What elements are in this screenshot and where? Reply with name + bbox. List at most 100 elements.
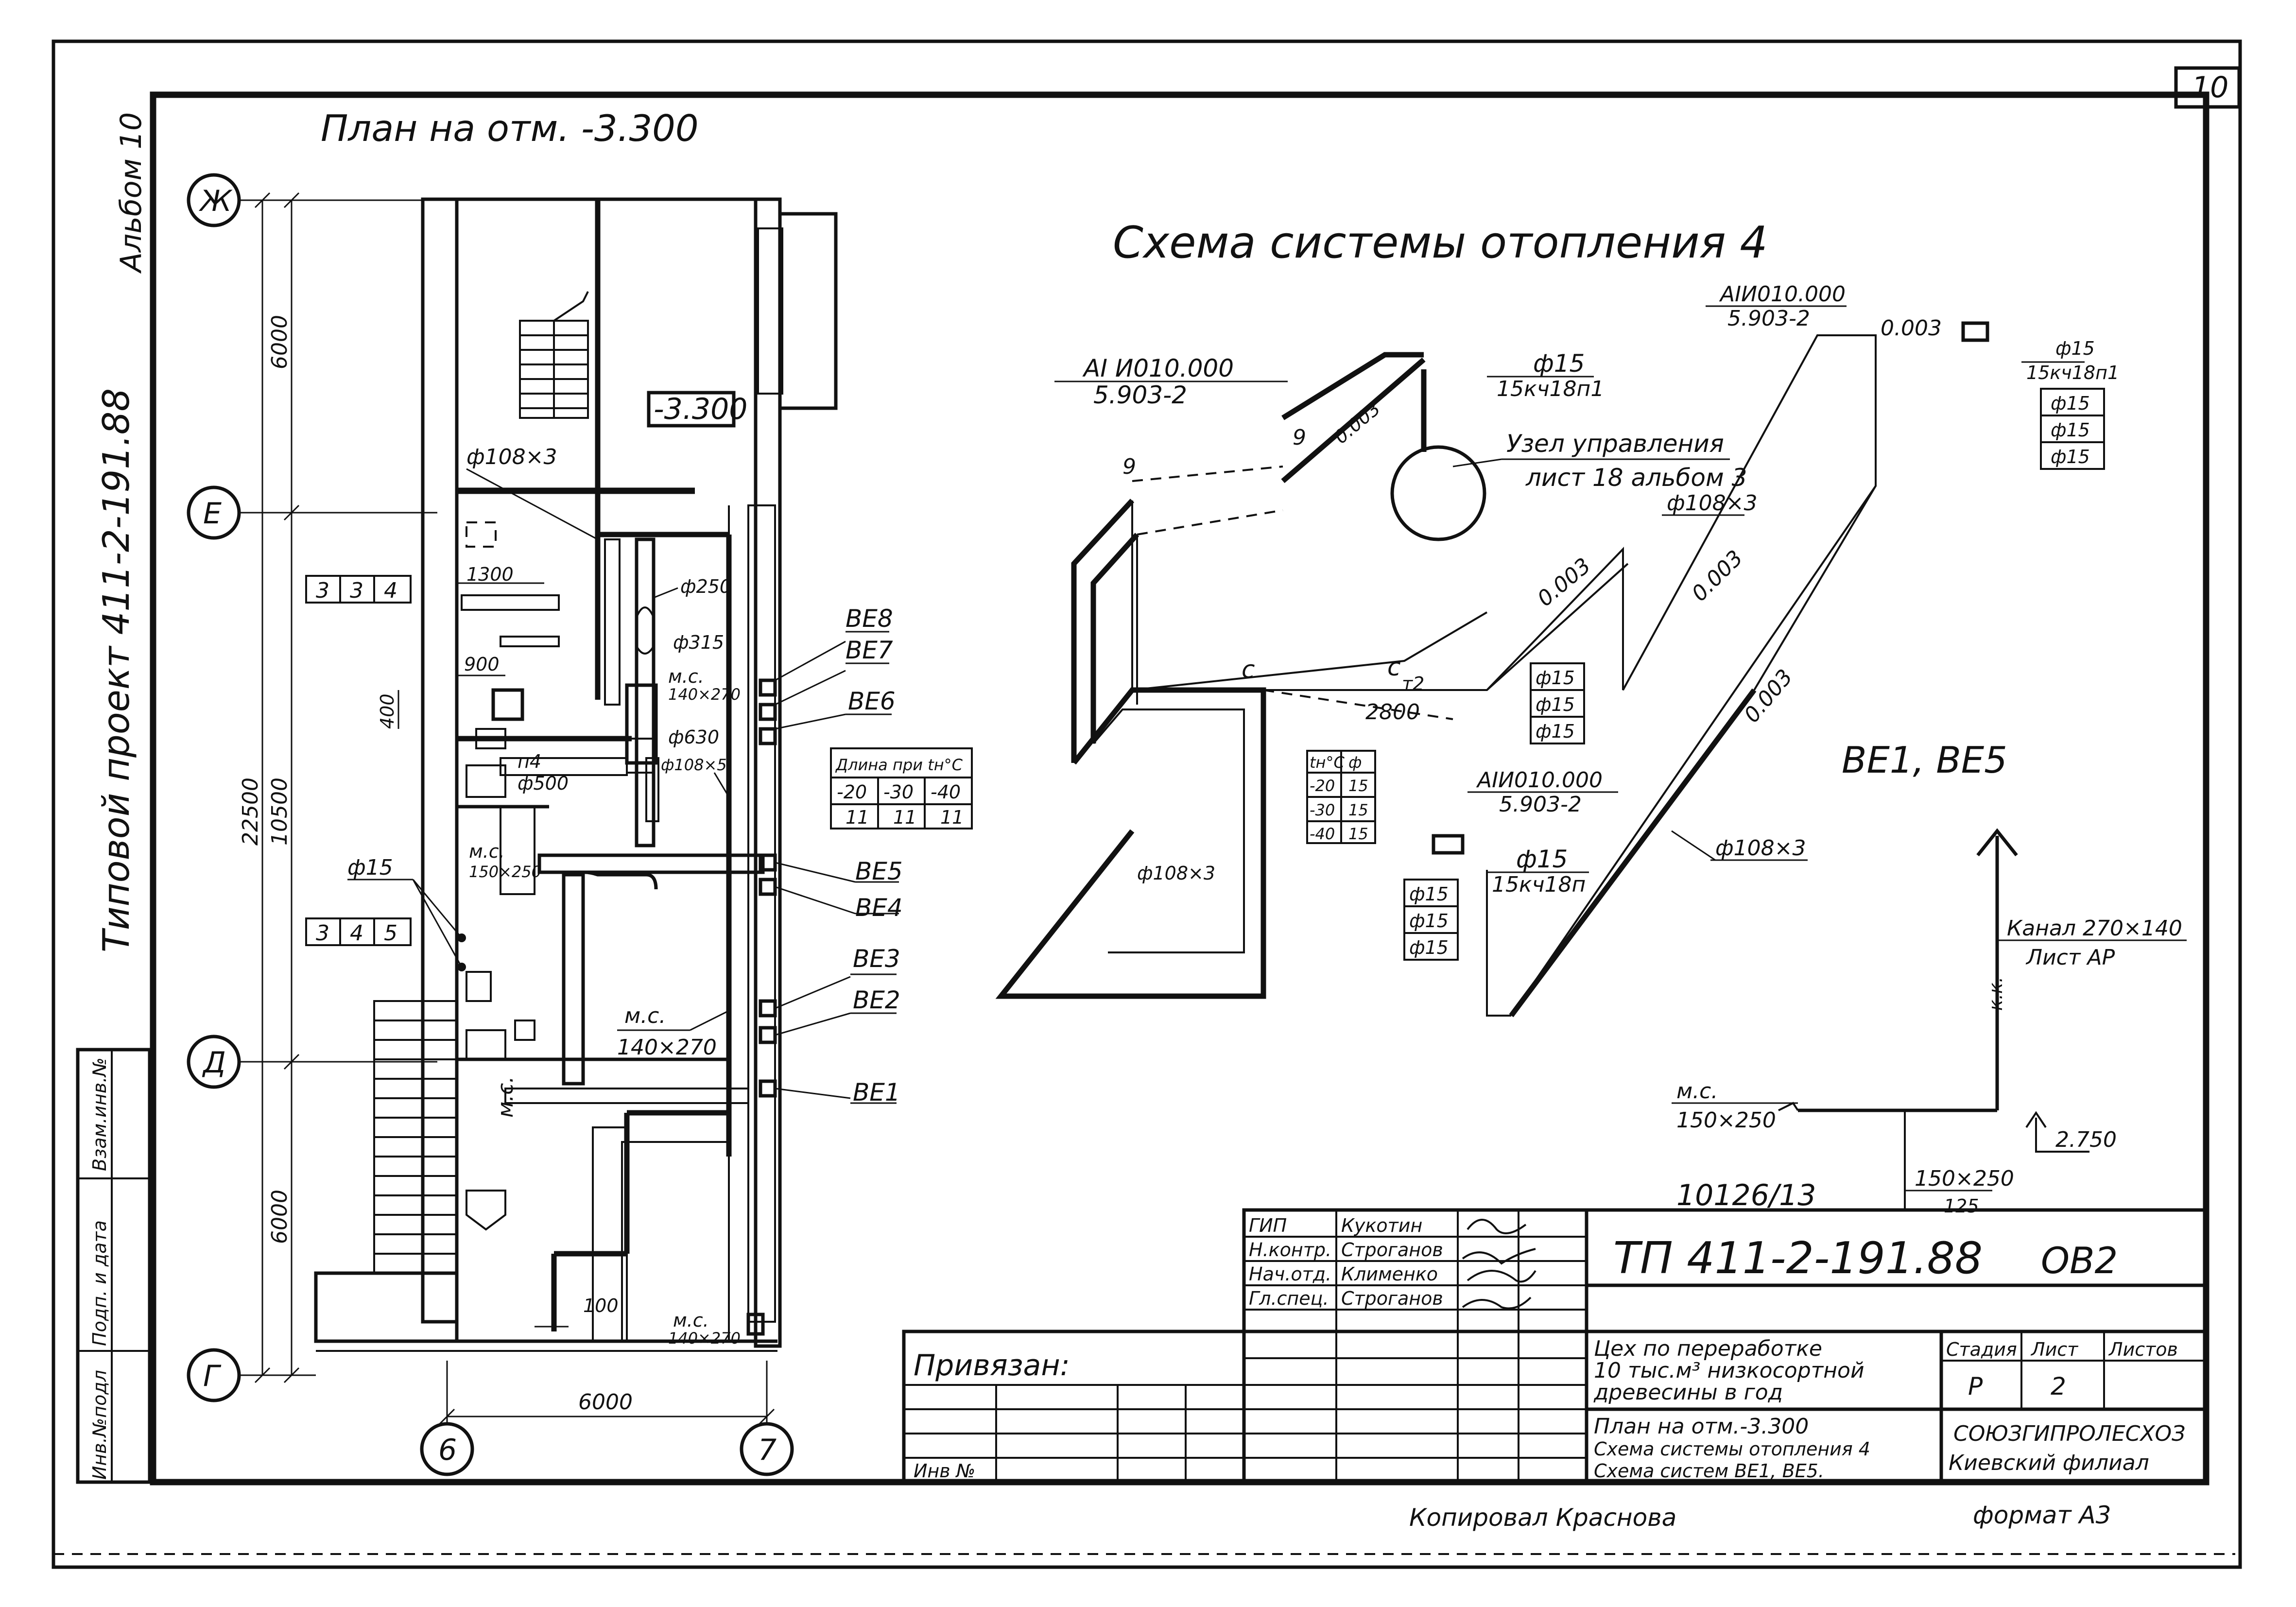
phi15-b2: ф15 [2051, 419, 2090, 441]
role-ncontr: Н.контр. [1249, 1239, 1331, 1261]
point-9-b: 9 [1293, 425, 1306, 450]
svg-text:5: 5 [384, 921, 397, 946]
org-line-2: Киевский филиал [1949, 1451, 2149, 1475]
role-nachotd: Нач.отд. [1249, 1263, 1331, 1285]
stairs-top [519, 291, 589, 419]
point-t2: т2 [1402, 673, 1424, 694]
label-phi500: ф500 [518, 773, 569, 794]
label-phi630: ф630 [668, 726, 719, 748]
side-stamp-replace: Взам.инв.№ [89, 1057, 110, 1171]
slope-1: 0.003 [1330, 397, 1385, 448]
ref-b-line2: 5.903-2 [1727, 306, 1810, 331]
name-nachotd: Клименко [1341, 1263, 1438, 1285]
scheme-title: Схема системы отопления 4 [1113, 217, 1768, 268]
valve-a-phi: ф15 [1533, 349, 1585, 378]
phi15-c3: ф15 [1409, 937, 1449, 958]
side-stamp [76, 1048, 152, 1484]
point-c-a: с [1242, 656, 1255, 684]
object-line-2: 10 тыс.м³ низкосортной [1594, 1358, 1864, 1383]
valve-b-phi: ф15 [2055, 338, 2095, 359]
org-line-1: СОЮЗГИПРОЛЕСХОЗ [1953, 1421, 2185, 1446]
svg-text:3: 3 [350, 578, 363, 603]
length-table-title: Длина при tн°С [835, 756, 963, 774]
svg-text:4: 4 [384, 578, 397, 603]
length-temp-30: -30 [883, 781, 914, 803]
length-table-scheme [1306, 750, 1376, 844]
axis-7: 7 [740, 1361, 794, 1476]
inv-label: Инв № [914, 1460, 975, 1482]
ref-a-line1: АI И010.000 [1082, 354, 1234, 382]
label-mc-top: м.с. [668, 666, 704, 687]
be1-label: ВЕ1 [853, 1078, 900, 1106]
be3-label: ВЕ3 [853, 945, 900, 973]
svg-text:4: 4 [350, 921, 363, 946]
len-head-phi: ф [1348, 753, 1362, 772]
pipe108-c: ф108×3 [1137, 863, 1215, 884]
role-glspec: Гл.спец. [1249, 1288, 1329, 1309]
length-value-40: 11 [940, 807, 964, 828]
sheet-mark: ОВ2 [2041, 1239, 2118, 1282]
title-block [902, 1208, 2208, 1484]
be4-label: ВЕ4 [855, 894, 903, 922]
role-gip: ГИП [1249, 1215, 1287, 1236]
valve-a-type: 15кч18п1 [1497, 377, 1604, 401]
label-mc-bottom-size: 140×270 [668, 1329, 741, 1348]
name-ncontr: Строганов [1341, 1239, 1443, 1261]
side-stamp-inv: Инв.№подл [89, 1370, 110, 1480]
be-mc-size: 150×250 [1676, 1108, 1776, 1133]
svg-text:7: 7 [758, 1433, 777, 1467]
channel-label: Канал 270×140 [2007, 916, 2182, 941]
len-row2-phi: 15 [1348, 801, 1368, 819]
control-node-sub: лист 18 альбом 3 [1525, 464, 1747, 492]
length-value-30: 11 [893, 807, 916, 828]
dim-100: 100 [583, 1295, 619, 1316]
phi15-a1: ф15 [1536, 667, 1575, 689]
slope-5: 0.003 [1881, 316, 1942, 341]
stage-value: Р [1968, 1372, 1983, 1400]
dim-6000-bottom: 6000 [267, 1190, 292, 1244]
kk-label: к.к. [1985, 977, 2006, 1011]
album-label: Альбом 10 [114, 112, 148, 274]
phi15-stack-c [1403, 879, 1459, 961]
sheet-frame [52, 39, 2242, 1569]
channel-sub: Лист АР [2025, 945, 2115, 970]
label-phi15-plan: ф15 [347, 855, 393, 880]
dim-400: 400 [377, 693, 398, 729]
len-row1-temp: -20 [1310, 777, 1335, 795]
stage-head: Стадия [1946, 1339, 2017, 1360]
pipe108-b: ф108×3 [1715, 836, 1806, 861]
phi15-a2: ф15 [1536, 694, 1575, 715]
be-mc-size2: 150×250 [1915, 1166, 2014, 1191]
be5-label: ВЕ5 [855, 857, 903, 885]
project-code: ТП 411-2-191.88 [1613, 1233, 1983, 1284]
axis-d: Д [187, 1035, 437, 1089]
building-walls [314, 197, 838, 1352]
label-phi108-5: ф108×5 [661, 756, 727, 774]
ref-c-line2: 5.903-2 [1499, 792, 1582, 817]
axis-6: 6 [420, 1361, 474, 1476]
ref-a-line2: 5.903-2 [1093, 381, 1187, 409]
label-mc-mid: м.с. [624, 1003, 666, 1028]
svg-text:6: 6 [438, 1433, 457, 1467]
svg-text:Е: Е [203, 497, 222, 531]
svg-text:Ж: Ж [198, 184, 233, 218]
sheet-line-2: Схема системы отопления 4 [1594, 1438, 1870, 1460]
archive-number: 10126/13 [1676, 1178, 1816, 1212]
label-phi315: ф315 [673, 632, 724, 653]
axis-e: Е [187, 485, 437, 540]
len-row1-phi: 15 [1348, 777, 1368, 795]
len-row3-temp: -40 [1310, 825, 1335, 843]
be-mc-label: м.с. [1676, 1079, 1718, 1104]
sheet-line-1: План на отм.-3.300 [1594, 1414, 1809, 1439]
svg-text:Г: Г [203, 1359, 222, 1393]
dim-1300: 1300 [466, 564, 514, 585]
label-mc-vertical: м.с. [493, 1076, 518, 1118]
object-line-1: Цех по переработке [1594, 1336, 1822, 1361]
length-table-plan [830, 747, 973, 829]
length-temp-20: -20 [837, 781, 867, 803]
pipe108-a: ф108×3 [1667, 491, 1757, 516]
dim-10500: 10500 [267, 778, 292, 846]
control-node-circle [1390, 445, 1486, 541]
len-row2-temp: -30 [1310, 801, 1335, 819]
plan-title: План на отм. -3.300 [321, 107, 699, 150]
